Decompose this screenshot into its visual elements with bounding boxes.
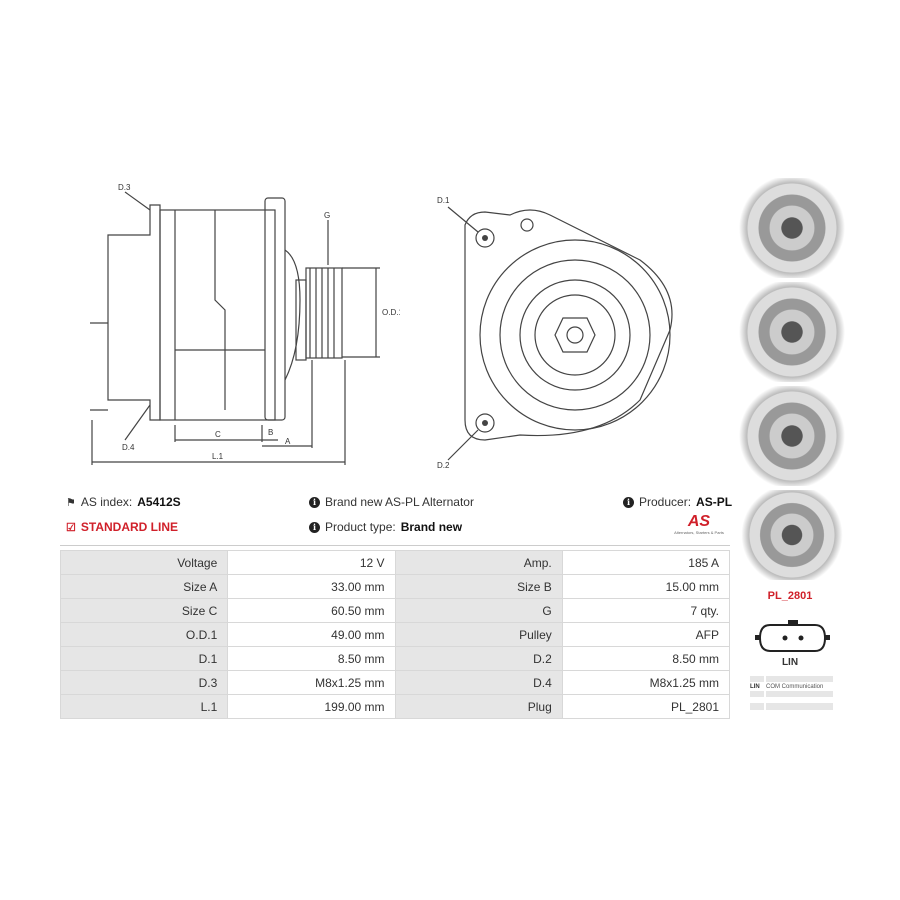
spec-value: 33.00 mm — [227, 574, 396, 599]
pin-desc: COM Communication — [766, 683, 824, 690]
spec-value: 185 A — [561, 550, 731, 575]
label-c: C — [215, 430, 221, 439]
pin-table: LIN COM Communication — [750, 676, 833, 710]
spec-value: 199.00 mm — [227, 694, 396, 719]
label-od1: O.D.1 — [382, 308, 400, 317]
spec-value: 12 V — [227, 550, 396, 575]
product-photo-front[interactable] — [738, 178, 846, 278]
spec-value: PL_2801 — [561, 694, 731, 719]
label-b: B — [268, 428, 273, 437]
spec-value: 7 qty. — [561, 598, 731, 623]
info-icon: i — [623, 496, 634, 508]
info-icon: i — [309, 496, 320, 508]
logo-tagline: Alternators, Starters & Parts — [674, 530, 724, 535]
spec-label: Amp. — [394, 550, 563, 575]
spec-label: Size B — [394, 574, 563, 599]
product-photo-side[interactable] — [738, 282, 846, 382]
product-type-value: Brand new — [400, 520, 463, 534]
product-type-label: Product type: — [325, 520, 396, 534]
label-g: G — [324, 211, 330, 220]
spec-value: 15.00 mm — [561, 574, 731, 599]
label-d4: D.4 — [122, 443, 135, 452]
label-a: A — [285, 437, 291, 446]
info-icon: i — [309, 521, 320, 533]
front-view-drawing: D.1 D.2 — [437, 196, 673, 470]
label-d1: D.1 — [437, 196, 450, 205]
plug-label: LIN — [781, 657, 799, 668]
description: i Brand new AS-PL Alternator — [309, 495, 474, 509]
tags-icon: ⚑ — [66, 496, 76, 509]
spec-value: 60.50 mm — [227, 598, 396, 623]
label-l1: L.1 — [212, 452, 224, 461]
product-photo-rear[interactable] — [738, 386, 846, 486]
plug-code: PL_2801 — [767, 590, 813, 602]
product-photo-angle[interactable] — [738, 490, 846, 580]
logo-mark: AS — [687, 513, 711, 530]
spec-value: M8x1.25 mm — [227, 670, 396, 695]
spec-label: D.4 — [394, 670, 563, 695]
label-d2: D.2 — [437, 461, 450, 470]
product-type: i Product type: Brand new — [309, 520, 462, 534]
spec-value: AFP — [561, 622, 731, 647]
as-index-value: A5412S — [137, 495, 181, 509]
spec-label: D.2 — [394, 646, 563, 671]
spec-label: Plug — [394, 694, 563, 719]
spec-label: Voltage — [59, 550, 229, 575]
spec-label: O.D.1 — [59, 622, 229, 647]
as-index-label: AS index: — [80, 495, 133, 509]
standard-line-label: STANDARD LINE — [80, 520, 178, 534]
as-index: ⚑ AS index: A5412S — [66, 495, 181, 509]
producer-label: Producer: — [639, 495, 692, 509]
checkbox-icon: ☑ — [66, 521, 76, 534]
producer: i Producer: AS-PL — [623, 495, 732, 509]
standard-line-badge: ☑ STANDARD LINE — [66, 520, 178, 534]
spec-label: D.3 — [59, 670, 229, 695]
pin-code: LIN — [750, 683, 760, 690]
spec-label: L.1 — [59, 694, 229, 719]
label-d3: D.3 — [118, 183, 131, 192]
spec-label: Size C — [59, 598, 229, 623]
plug-connector-icon — [755, 620, 830, 652]
description-text: Brand new AS-PL Alternator — [325, 495, 474, 509]
divider — [60, 545, 730, 546]
spec-label: Size A — [59, 574, 229, 599]
side-view-drawing: D.3 D.4 G O.D.1 C B A L.1 — [90, 183, 400, 465]
spec-label: G — [394, 598, 563, 623]
as-pl-logo: AS Alternators, Starters & Parts — [668, 513, 730, 536]
spec-label: Pulley — [394, 622, 563, 647]
producer-value: AS-PL — [696, 495, 733, 509]
spec-value: M8x1.25 mm — [561, 670, 731, 695]
spec-value: 8.50 mm — [561, 646, 731, 671]
spec-value: 8.50 mm — [227, 646, 396, 671]
spec-value: 49.00 mm — [227, 622, 396, 647]
spec-label: D.1 — [59, 646, 229, 671]
